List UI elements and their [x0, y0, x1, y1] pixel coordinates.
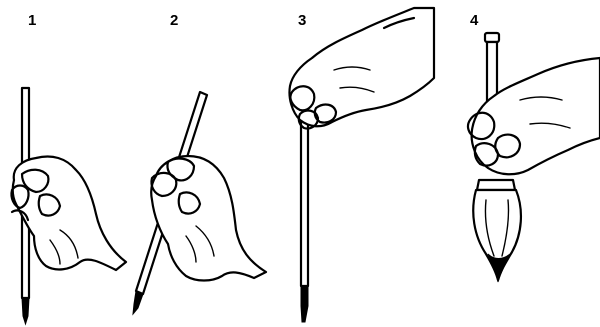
panel-3-number: 3: [298, 12, 306, 29]
panel-1-number: 1: [28, 12, 36, 29]
panel-3-hand: [289, 8, 434, 129]
panel-3-brush: [301, 118, 308, 322]
panel-4-number: 4: [470, 12, 479, 29]
panel-2-hand: [151, 156, 266, 281]
panel-1: 1: [11, 12, 126, 324]
panel-4: 4: [468, 12, 600, 282]
panel-3: 3: [289, 8, 434, 322]
panel-2-number: 2: [170, 12, 178, 29]
panel-2: 2: [133, 12, 266, 314]
